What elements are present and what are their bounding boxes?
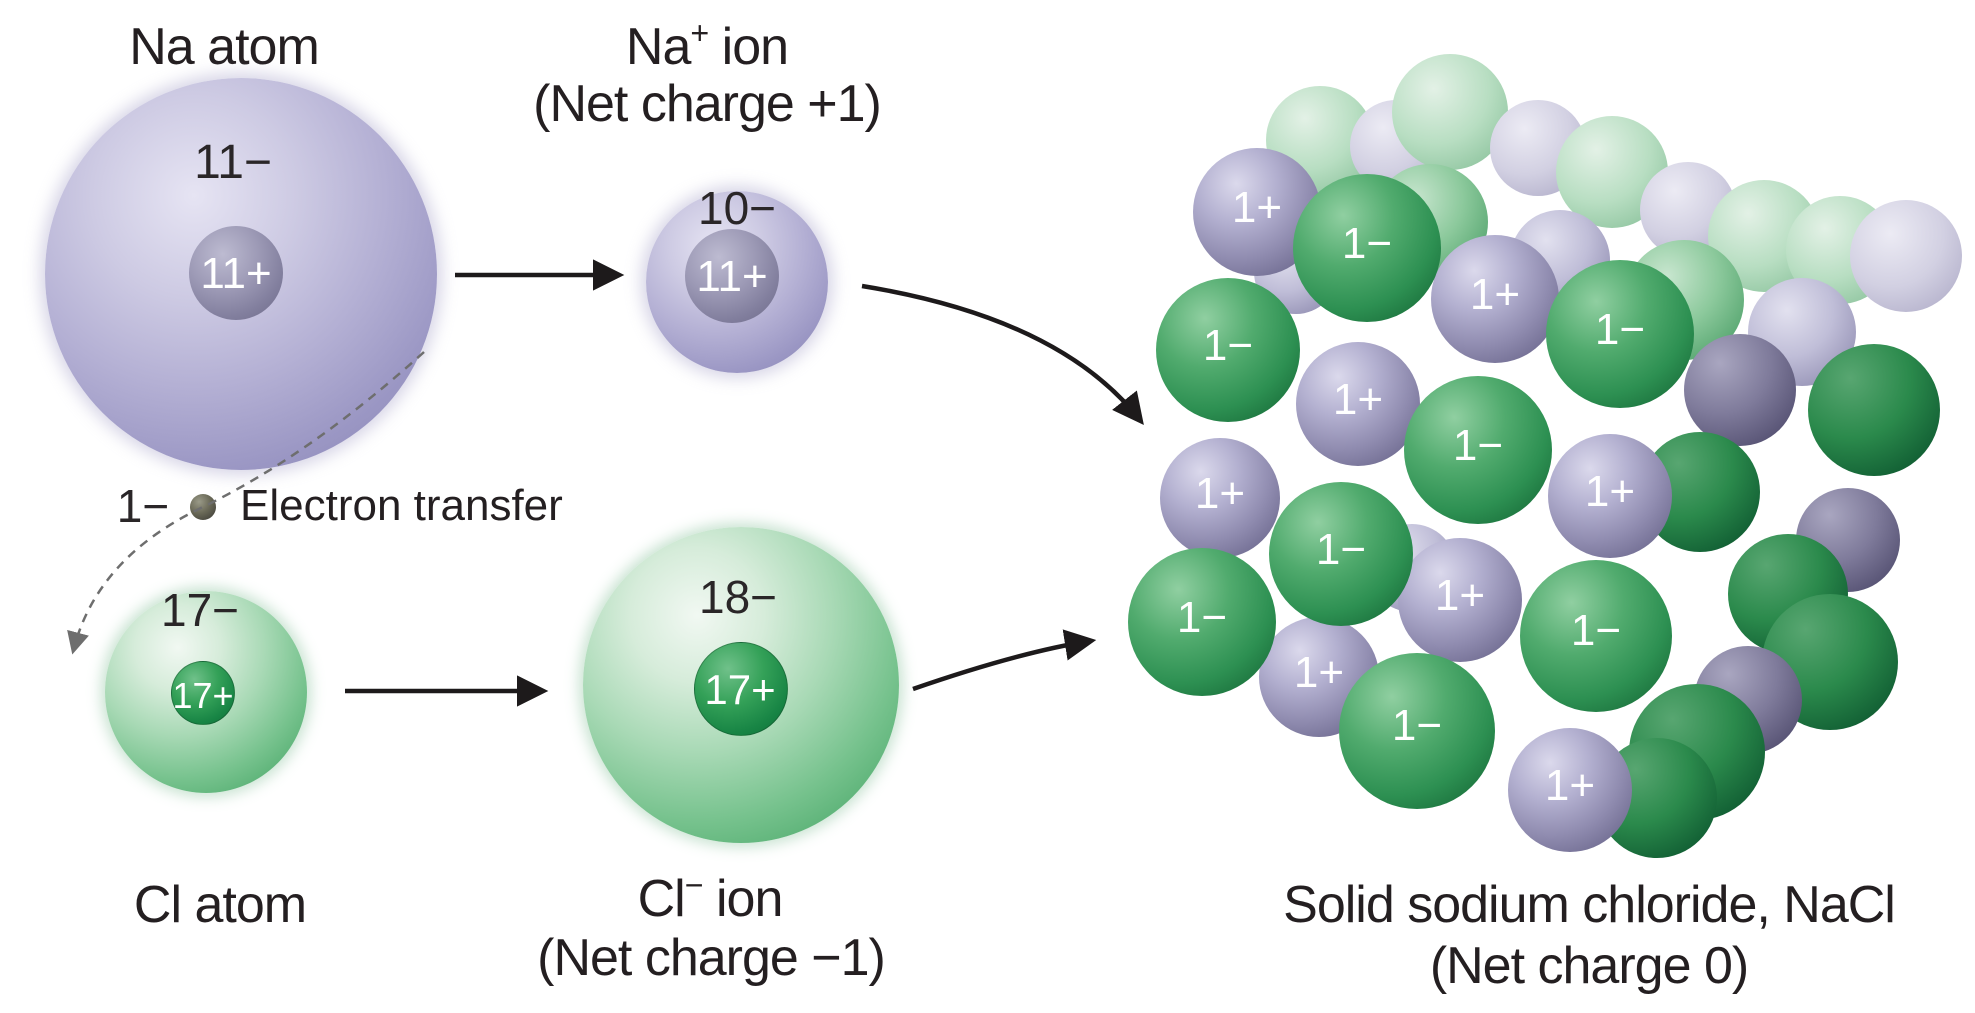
ion-charge-label: 1− [1391,701,1443,751]
cl-ion-title: Cl− ion [637,869,784,929]
crystal-sodium-ion-sphere: 1+ [1296,342,1420,466]
cl-atom-nucleus [171,661,235,725]
na-ion-shell-label: 10− [697,182,777,234]
ion-charge-label: 1− [1570,606,1622,656]
cl-ion-nucleus [694,642,788,736]
na-ion-title: Na+ ion [625,17,789,77]
curved-arrow-na-ion-to-crystal [861,283,1144,425]
cl-ion-shell-label: 18− [698,571,778,623]
cl-atom-shell-label: 17− [160,584,240,636]
ion-charge-label: 1− [1594,304,1646,354]
crystal-sodium-ion-sphere: 1+ [1508,728,1632,852]
crystal-sodium-ion-sphere [1850,200,1962,312]
cl-ion-title-base: Cl [637,870,686,929]
na-ion-subtitle: (Net charge +1) [533,75,882,133]
ion-charge-label: 1+ [1469,270,1521,320]
na-atom-shell-label: 11− [194,136,272,189]
ion-charge-label: 1+ [1584,467,1636,517]
na-atom-nucleus [189,226,283,320]
crystal-chloride-ion-sphere: 1− [1269,482,1413,626]
crystal-chloride-ion-sphere: 1− [1128,548,1276,696]
ion-charge-label: 1+ [1434,571,1486,621]
crystal-chloride-ion-sphere: 1− [1339,653,1495,809]
crystal-chloride-ion-sphere: 1− [1404,376,1552,524]
crystal-chloride-ion-sphere [1808,344,1940,476]
crystal-sodium-ion-sphere: 1+ [1160,438,1280,558]
ion-charge-label: 1− [1452,420,1504,470]
crystal-chloride-ion-sphere [1392,54,1508,170]
na-ion-nucleus [685,229,779,323]
crystal-chloride-ion-sphere: 1− [1546,260,1694,408]
ion-charge-label: 1+ [1332,375,1384,425]
cl-ion-nucleus-label: 17+ [704,666,776,713]
crystal-caption: Solid sodium chloride, NaCl [1283,876,1896,934]
na-atom-nucleus-label: 11+ [200,249,272,298]
crystal-chloride-ion-sphere: 1− [1520,560,1672,712]
crystal-chloride-ion-sphere: 1− [1293,174,1441,322]
na-ion-title-rest: ion [708,18,789,77]
cl-ion-title-superscript: − [684,867,704,904]
ion-charge-label: 1+ [1194,469,1246,519]
curved-arrow-cl-ion-to-crystal [912,629,1097,692]
na-ion-title-base: Na [625,18,691,77]
cl-ion-subtitle: (Net charge −1) [537,929,886,987]
crystal-sodium-ion-sphere: 1+ [1548,434,1672,558]
ion-charge-label: 1− [1202,320,1254,370]
ion-charge-label: 1+ [1293,648,1345,698]
crystal-subtitle: (Net charge 0) [1429,937,1749,995]
electron-charge-label: 1− [116,480,170,532]
crystal-chloride-ion-sphere: 1− [1156,278,1300,422]
cl-atom-title: Cl atom [133,876,307,934]
cl-ion-title-rest: ion [702,870,783,929]
crystal-sodium-ion-sphere: 1+ [1398,538,1522,662]
ion-charge-label: 1+ [1544,761,1596,811]
ion-charge-label: 1− [1315,524,1367,574]
cl-atom-nucleus-label: 17+ [172,675,234,716]
crystal-sodium-ion-sphere: 1+ [1431,235,1559,363]
na-ion-nucleus-label: 11+ [696,252,768,301]
na-ion-title-superscript: + [690,15,709,52]
crystal-sodium-ion-sphere [1684,334,1796,446]
ion-charge-label: 1+ [1231,183,1283,233]
ion-charge-label: 1− [1176,592,1228,642]
electron-transfer-caption: Electron transfer [240,481,563,530]
electron-dot [190,494,216,520]
na-atom-title: Na atom [129,18,320,76]
ion-charge-label: 1− [1341,218,1393,268]
